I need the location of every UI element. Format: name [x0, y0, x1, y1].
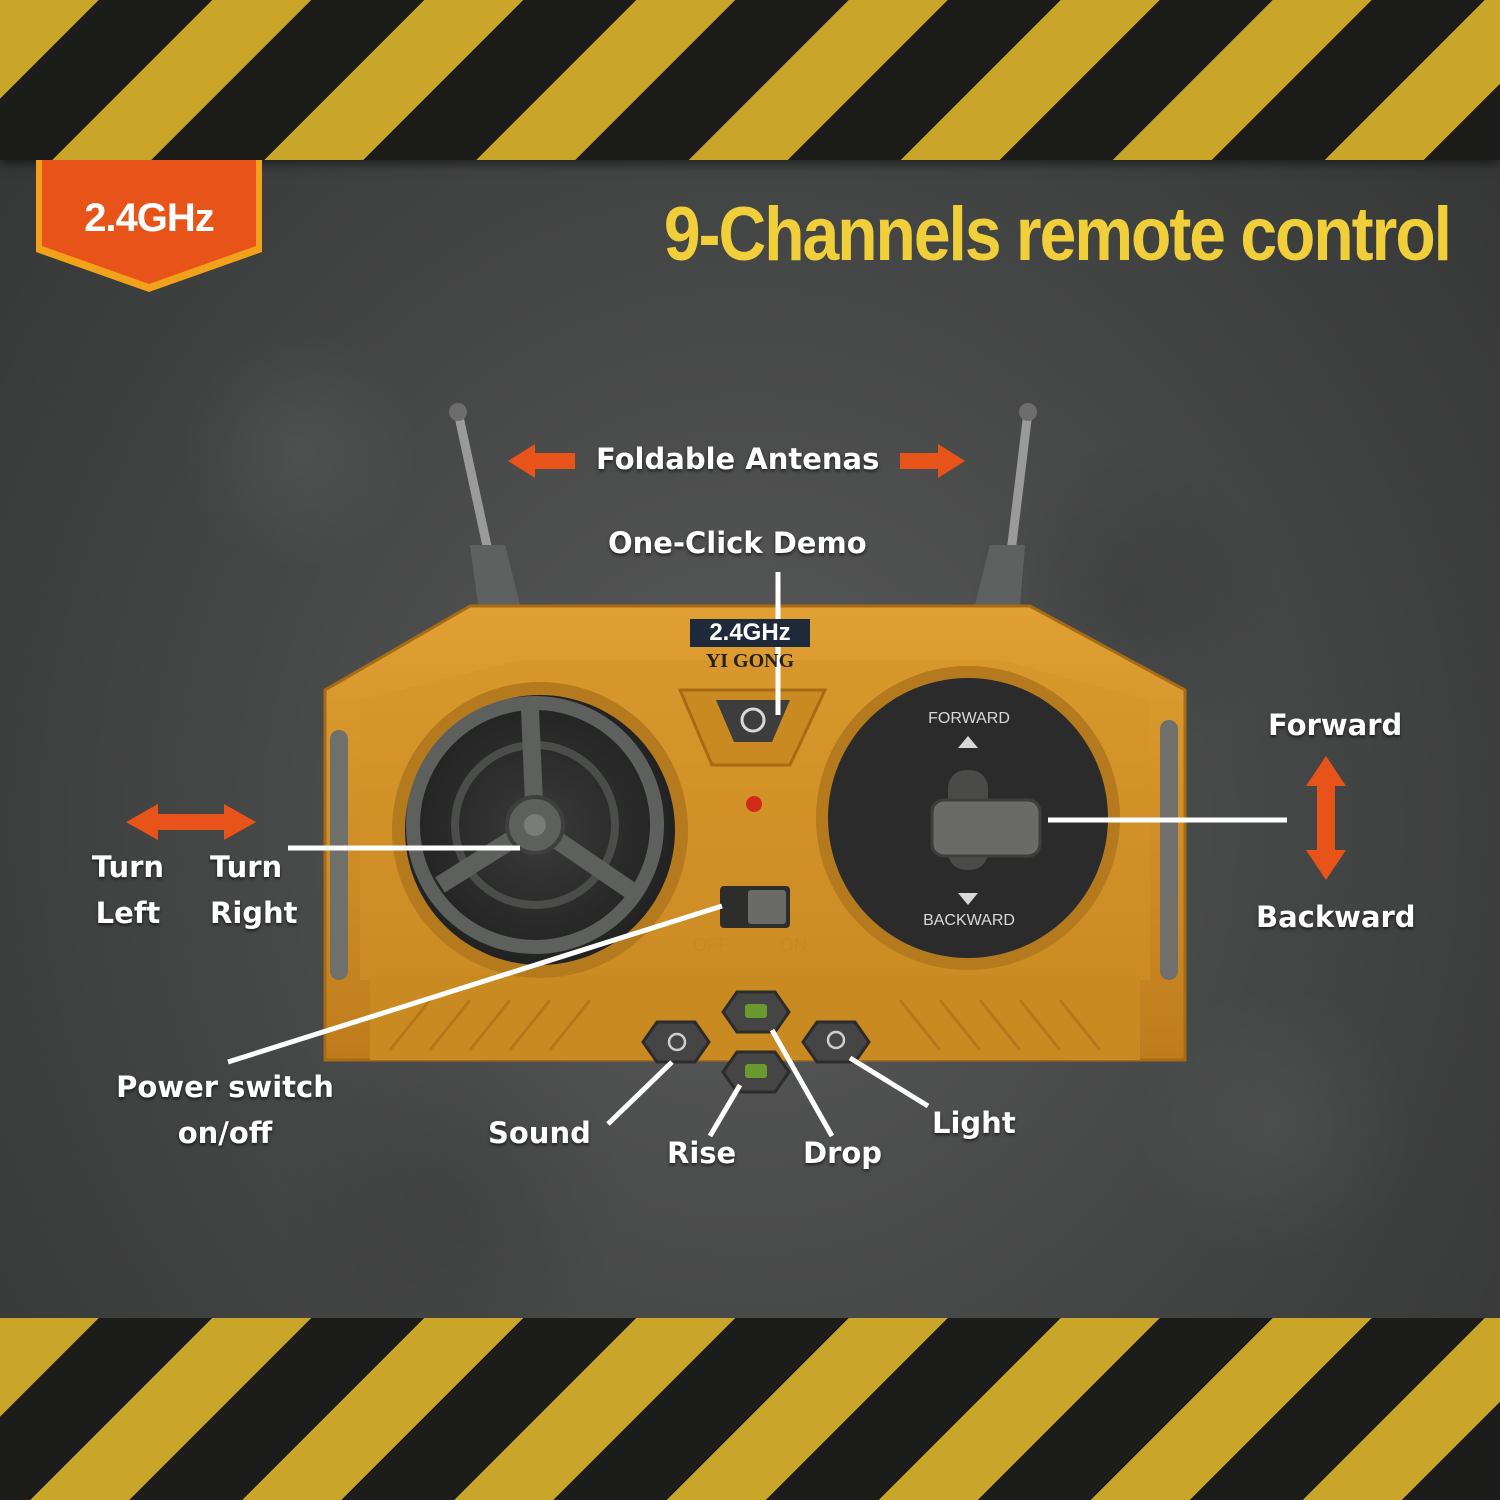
remote-brand-frequency: 2.4GHz: [690, 619, 810, 647]
label-turn-left-line2: Left: [95, 896, 161, 930]
switch-on-text: ON: [780, 935, 807, 955]
steering-wheel[interactable]: [392, 682, 688, 978]
label-power-switch-line2: on/off: [177, 1116, 273, 1150]
label-one-click-demo: One-Click Demo: [608, 526, 867, 560]
antenna-left: [449, 403, 520, 605]
callout-lines: [227, 572, 1287, 1138]
antenna-left-arrow-icon: [508, 444, 575, 478]
throttle-stick[interactable]: [816, 666, 1120, 970]
switch-off-text: OFF: [693, 935, 729, 955]
label-light: Light: [932, 1106, 1016, 1140]
arrow-icons: [126, 444, 1346, 880]
headline: 9-Channels remote control: [663, 191, 1452, 277]
label-power-switch-line1: Power switch: [116, 1070, 334, 1104]
hazard-stripes-top: [0, 0, 1500, 160]
label-sound: Sound: [488, 1116, 591, 1150]
label-turn-right-line2: Right: [210, 896, 298, 930]
stick-forward-text: FORWARD: [928, 710, 1010, 727]
stick-backward-text: BACKWARD: [923, 912, 1015, 929]
label-drop: Drop: [803, 1136, 883, 1170]
frequency-badge: [36, 160, 262, 292]
label-backward: Backward: [1256, 900, 1416, 934]
label-rise: Rise: [667, 1136, 737, 1170]
hazard-stripes-bottom: [0, 1318, 1500, 1500]
label-forward: Forward: [1268, 708, 1403, 742]
function-buttons[interactable]: [641, 990, 871, 1094]
antenna-right: [975, 403, 1037, 605]
badge-text: 2.4GHz: [84, 196, 215, 240]
demo-button-shape[interactable]: [677, 688, 828, 767]
power-switch-shape[interactable]: [720, 886, 790, 928]
label-turn-right-line1: Turn: [210, 850, 283, 884]
label-foldable-antenas: Foldable Antenas: [596, 442, 880, 476]
power-led: [746, 796, 762, 812]
forward-backward-arrow-icon: [1306, 756, 1346, 880]
remote-brand-name: YI GONG: [705, 650, 795, 672]
label-turn-left-line1: Turn: [91, 850, 165, 884]
turn-left-right-arrow-icon: [126, 804, 256, 840]
antenna-right-arrow-icon: [900, 444, 965, 478]
